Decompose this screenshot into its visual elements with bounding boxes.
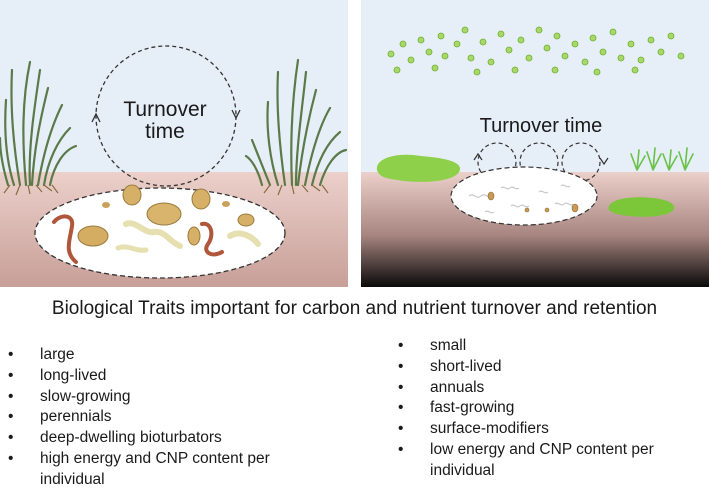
right-trait-item: surface-modifiers [398, 419, 698, 440]
left-trait-item: deep-dwelling bioturbators [8, 428, 338, 449]
cycle-arrow-icon [473, 152, 609, 166]
right-trait-item: low energy and CNP content per individua… [398, 440, 698, 482]
cycle-arrow-up-icon [91, 112, 101, 123]
turnover-time-label-left: Turnover time [123, 98, 207, 144]
phytoplankton [387, 26, 685, 76]
left-trait-item: large [8, 345, 338, 366]
right-panel-illustration: Turnover time [361, 0, 709, 287]
left-panel-illustration: Turnover time [0, 0, 348, 287]
seagrass-right-roots [263, 184, 329, 196]
left-trait-item: perennials [8, 407, 338, 428]
water-column [361, 0, 709, 172]
right-trait-item: annuals [398, 378, 698, 399]
left-trait-item: high energy and CNP content per individu… [8, 449, 338, 491]
right-trait-item: fast-growing [398, 398, 698, 419]
left-ecosystem-scene [0, 0, 348, 287]
deep-worms [52, 214, 261, 264]
turnover-time-label-right: Turnover time [479, 115, 603, 137]
small-seagrass [630, 147, 694, 171]
small-bivalves [487, 191, 579, 213]
right-traits-list: small short-lived annuals fast-growing s… [398, 336, 698, 482]
left-traits-list: large long-lived slow-growing perennials… [8, 345, 338, 491]
right-trait-item: small [398, 336, 698, 357]
infauna-oval [450, 166, 598, 226]
algal-mat-left [376, 154, 461, 182]
large-bivalves [77, 184, 255, 247]
diagram-title: Biological Traits important for carbon a… [51, 298, 658, 319]
right-ecosystem-scene [361, 0, 709, 287]
small-worms [468, 184, 574, 214]
turnover-cycle-circle [95, 45, 237, 187]
algal-mat-right [608, 197, 675, 217]
right-trait-item: short-lived [398, 357, 698, 378]
seagrass-right [244, 58, 348, 187]
left-trait-item: slow-growing [8, 387, 338, 408]
left-trait-item: long-lived [8, 366, 338, 387]
seagrass-left-roots [3, 184, 59, 196]
cycle-arrow-down-icon [231, 109, 241, 120]
seagrass-left [0, 60, 78, 187]
